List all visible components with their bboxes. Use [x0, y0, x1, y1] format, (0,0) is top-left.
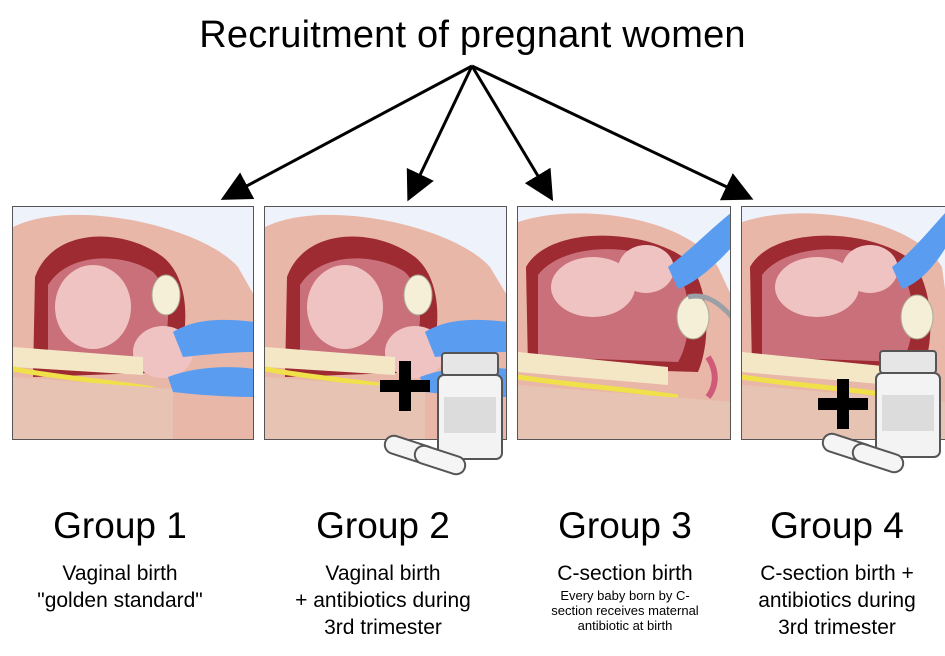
antibiotics-overlay-group-4: [814, 345, 945, 485]
group-4-desc-line: C-section birth +: [732, 560, 942, 587]
group-3-description: C-section birth: [510, 560, 740, 587]
arrow-icon: [472, 66, 748, 197]
group-1-desc-line: "golden standard": [5, 587, 235, 614]
group-1-desc-line: Vaginal birth: [5, 560, 235, 587]
pregnant-anatomy-illustration: [13, 207, 254, 440]
group-4-description: C-section birth + antibiotics during 3rd…: [732, 560, 942, 641]
arrow-icon: [410, 66, 472, 196]
group-4-desc-line: antibiotics during: [732, 587, 942, 614]
group-2-desc-line: Vaginal birth: [268, 560, 498, 587]
group-1-description: Vaginal birth "golden standard": [5, 560, 235, 614]
arrow-icon: [226, 66, 472, 197]
plus-icon: [818, 379, 868, 429]
group-3-title: Group 3: [510, 504, 740, 548]
antibiotics-overlay-group-2: [376, 345, 506, 485]
plus-icon: [380, 361, 430, 411]
group-2-desc-line: + antibiotics during: [268, 587, 498, 614]
group-2-description: Vaginal birth + antibiotics during 3rd t…: [268, 560, 498, 641]
group-3-desc-line: C-section birth: [510, 560, 740, 587]
group-2-title: Group 2: [268, 504, 498, 548]
group-3-note: Every baby born by C-section receives ma…: [540, 588, 710, 633]
pregnant-anatomy-illustration: [518, 207, 731, 440]
group-4-title: Group 4: [732, 504, 942, 548]
pill-bottle-icon: [438, 353, 502, 459]
pill-bottle-icon: [876, 351, 940, 457]
group-2-desc-line: 3rd trimester: [268, 614, 498, 641]
recruitment-arrows: [0, 0, 945, 210]
panel-group-3: [517, 206, 731, 440]
group-1-title: Group 1: [5, 504, 235, 548]
group-4-desc-line: 3rd trimester: [732, 614, 942, 641]
panel-group-1: [12, 206, 254, 440]
